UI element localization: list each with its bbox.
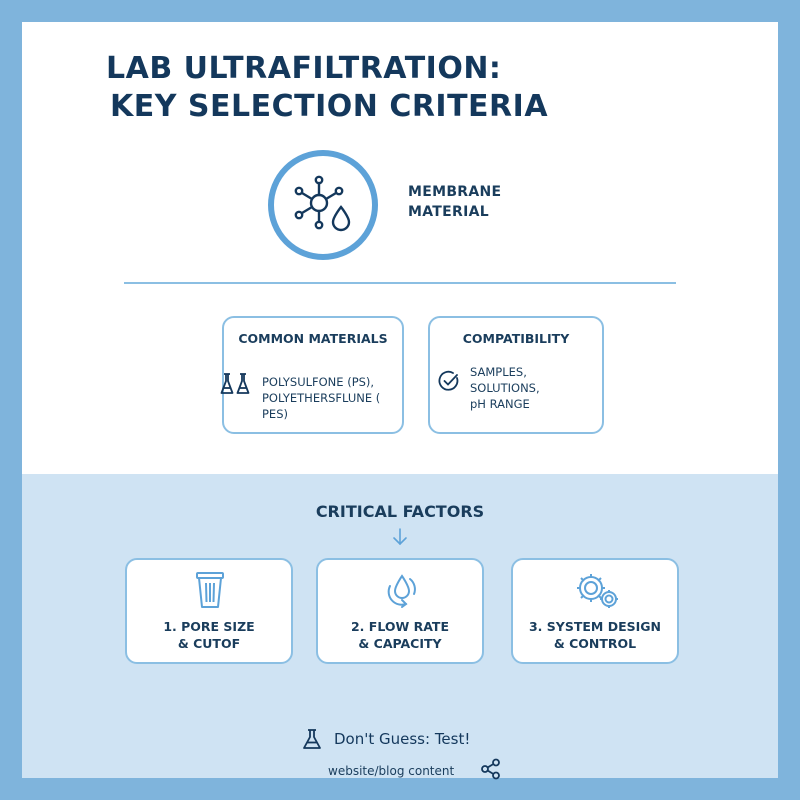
gears-icon — [577, 574, 618, 608]
common-materials-card: COMMON MATERIALS POLYSULFONE (PS), POLYE… — [220, 316, 404, 434]
factor-2-line-1: 2. FLOW RATE — [350, 619, 450, 634]
tagline-text: Don't Guess: Test! — [334, 730, 471, 748]
membrane-label-line-2: MATERIAL — [408, 204, 489, 220]
factor-1-line-1: 1. PORE SIZE — [163, 619, 255, 634]
materials-line-1: POLYSULFONE (PS), — [262, 375, 375, 389]
factor-card-pore-size: 1. PORE SIZE & CUTOF — [125, 558, 293, 664]
compatibility-heading: COMPATIBILITY — [462, 331, 570, 346]
factor-card-system-design: 3. SYSTEM DESIGN & CONTROL — [511, 558, 679, 664]
critical-factors-panel: CRITICAL FACTORS 1. PORE SIZE & CUTOF — [22, 474, 778, 780]
share-icon[interactable] — [480, 758, 502, 780]
credit-text: website/blog content — [328, 764, 455, 778]
title-line-2: KEY SELECTION CRITERIA — [110, 89, 549, 124]
critical-factors-heading: CRITICAL FACTORS — [315, 502, 485, 521]
factor-3-line-2: & CONTROL — [553, 636, 637, 651]
molecule-drop-icon — [294, 175, 351, 232]
compatibility-card: COMPATIBILITY SAMPLES, SOLUTIONS, pH RAN… — [428, 316, 604, 434]
membrane-label-line-1: MEMBRANE — [408, 184, 502, 200]
tagline-row: Don't Guess: Test! — [302, 728, 562, 752]
factor-card-flow-rate: 2. FLOW RATE & CAPACITY — [316, 558, 484, 664]
infographic-frame: LAB ULTRAFILTRATION: KEY SELECTION CRITE… — [22, 22, 778, 780]
membrane-material-label: MEMBRANE MATERIAL — [408, 182, 501, 222]
factor-2-line-2: & CAPACITY — [358, 636, 442, 651]
factor-label-flow-rate: 2. FLOW RATE & CAPACITY — [318, 618, 482, 652]
factor-3-line-1: 3. SYSTEM DESIGN — [528, 619, 661, 634]
compatibility-text: SAMPLES, SOLUTIONS, pH RANGE — [470, 364, 540, 412]
flasks-icon — [220, 373, 250, 394]
filter-bin-icon — [196, 572, 224, 608]
section-divider — [124, 282, 676, 284]
common-materials-text: POLYSULFONE (PS), POLYETHERSFLUNE ( PES) — [262, 374, 402, 422]
drop-cycle-icon — [387, 574, 416, 608]
compat-line-2: SOLUTIONS, — [470, 381, 540, 395]
flask-icon — [303, 729, 321, 749]
factor-1-line-2: & CUTOF — [177, 636, 241, 651]
membrane-icon-ring — [268, 150, 378, 260]
page-title: LAB ULTRAFILTRATION: KEY SELECTION CRITE… — [106, 50, 548, 126]
common-materials-heading: COMMON MATERIALS — [238, 331, 388, 346]
factor-label-pore-size: 1. PORE SIZE & CUTOF — [127, 618, 291, 652]
arrow-down-icon — [393, 528, 407, 546]
compat-line-3: pH RANGE — [470, 397, 530, 411]
factor-label-system-design: 3. SYSTEM DESIGN & CONTROL — [513, 618, 677, 652]
title-line-1: LAB ULTRAFILTRATION: — [106, 51, 502, 86]
materials-line-2: POLYETHERSFLUNE ( PES) — [262, 391, 381, 421]
compat-line-1: SAMPLES, — [470, 365, 527, 379]
checkmark-circle-icon — [438, 370, 459, 391]
